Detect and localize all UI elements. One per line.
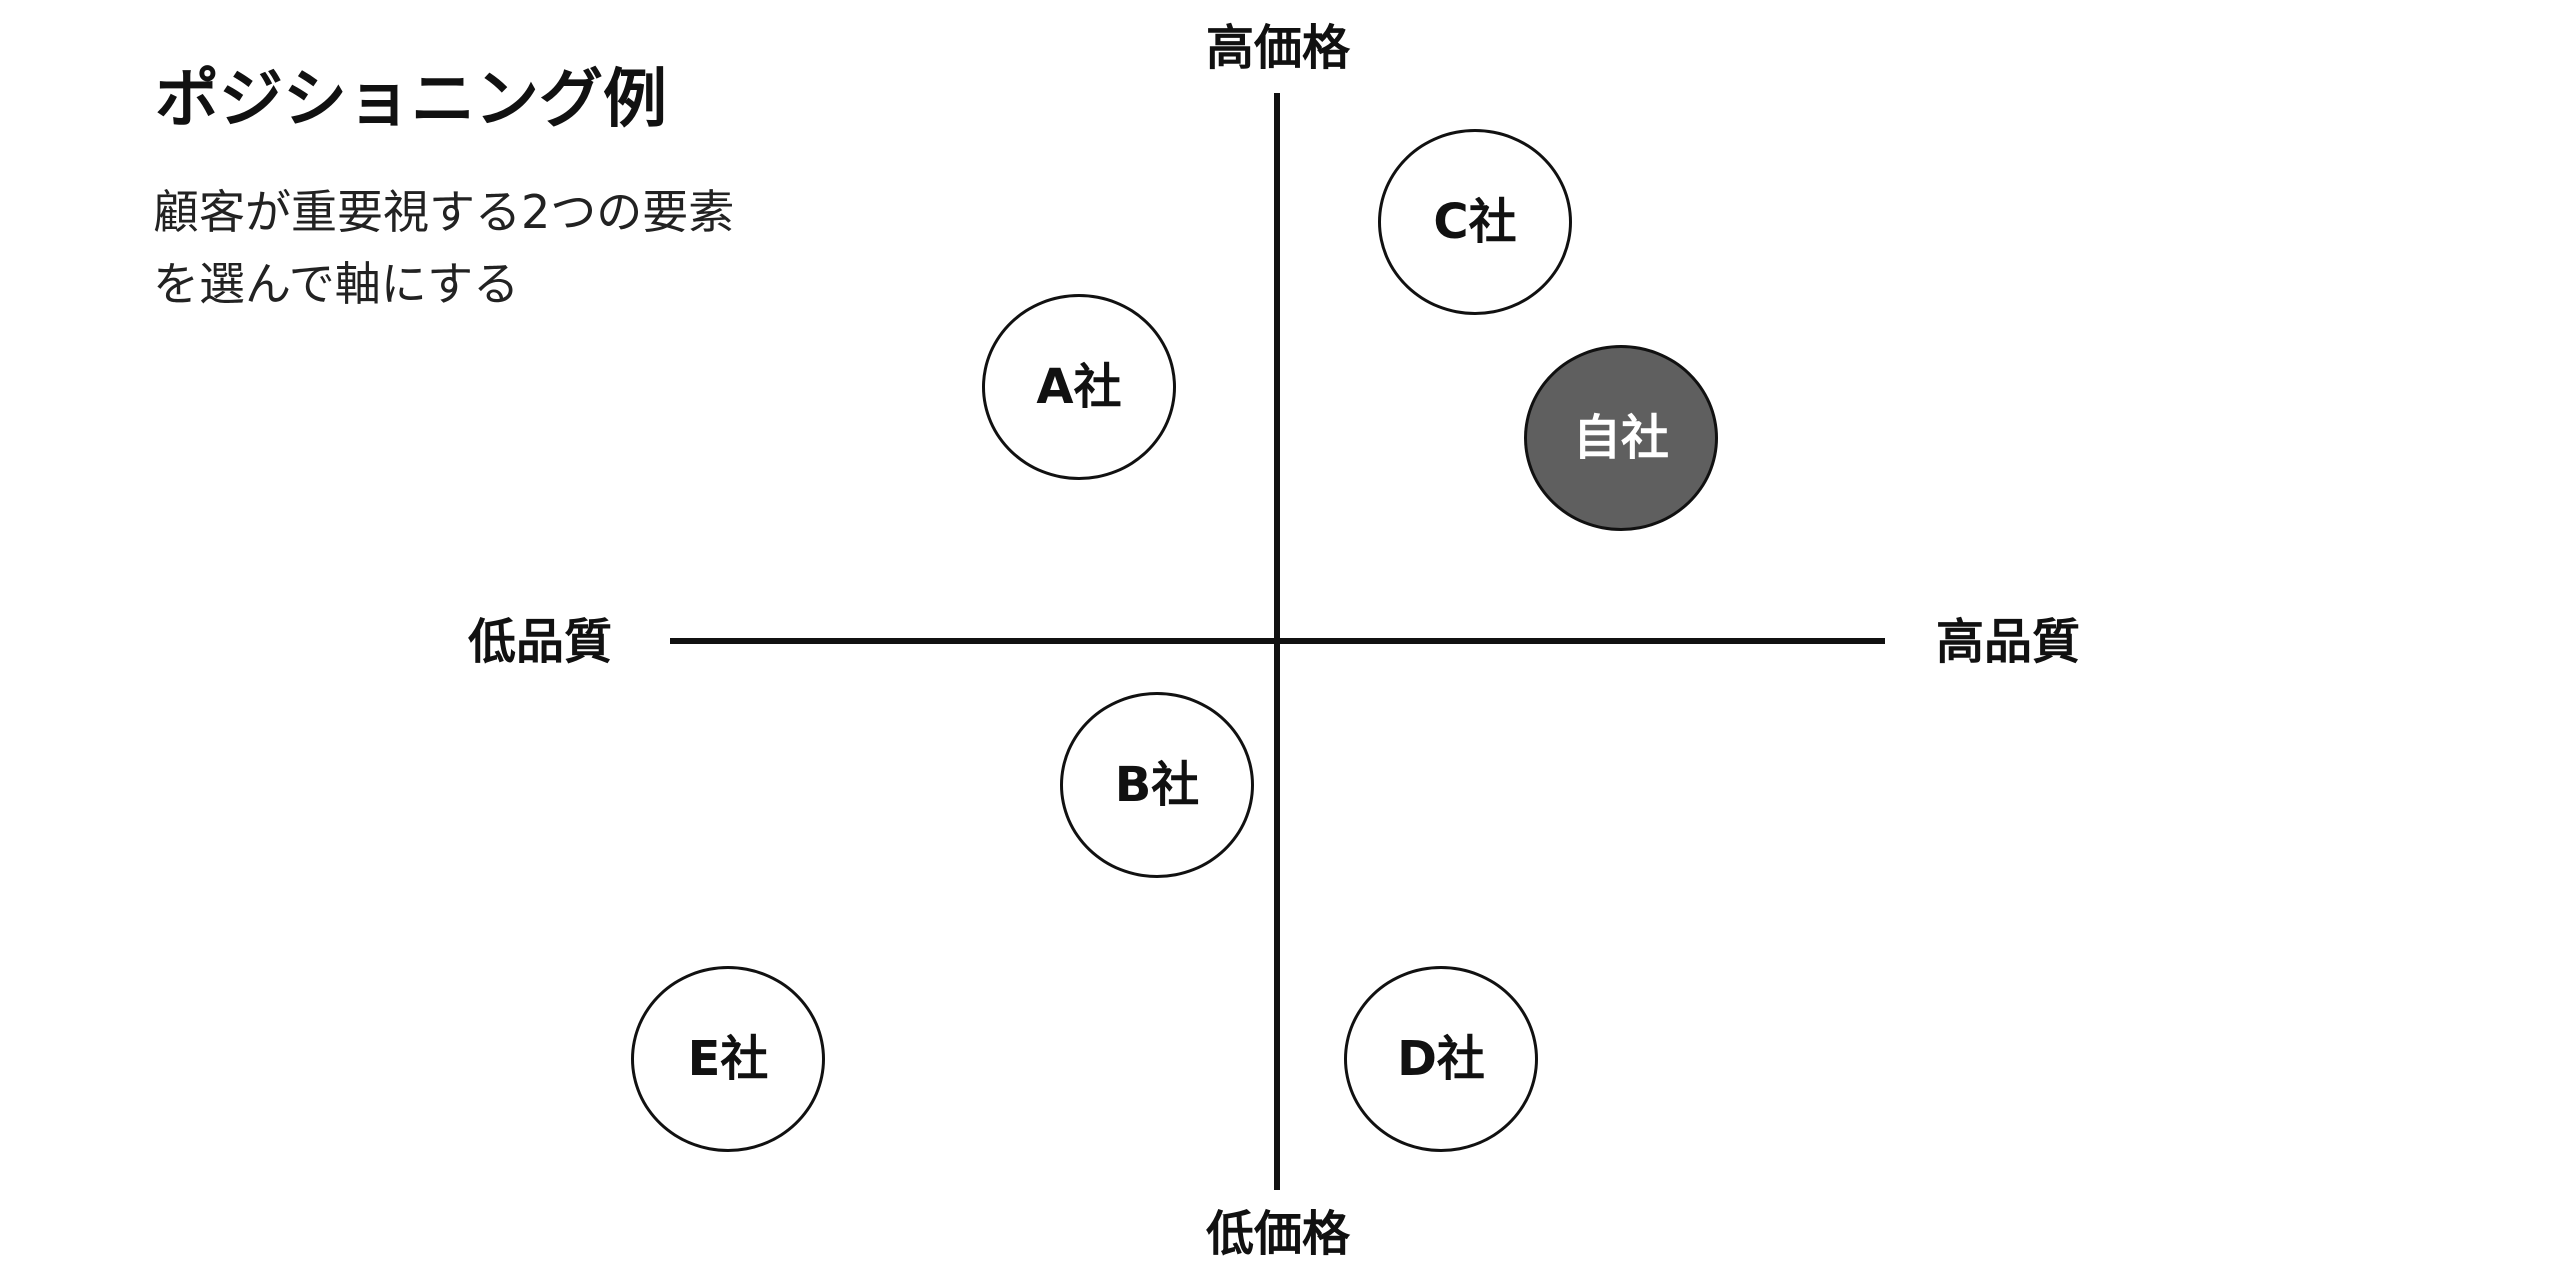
company-b-label: B社 bbox=[1114, 757, 1200, 813]
company-c-bubble: C社 bbox=[1378, 129, 1572, 315]
horizontal-axis-line bbox=[670, 638, 1885, 644]
company-e-label: E社 bbox=[687, 1031, 769, 1087]
company-c-label: C社 bbox=[1433, 194, 1517, 250]
description-line-2: を選んで軸にする bbox=[153, 257, 520, 311]
company-e-bubble: E社 bbox=[631, 966, 825, 1152]
company-b-bubble: B社 bbox=[1060, 692, 1254, 878]
own-company-bubble: 自社 bbox=[1524, 345, 1718, 531]
own-company-label: 自社 bbox=[1572, 410, 1669, 466]
company-d-bubble: D社 bbox=[1344, 966, 1538, 1152]
company-a-bubble: A社 bbox=[982, 294, 1176, 480]
axis-label-high-price: 高価格 bbox=[1205, 20, 1350, 76]
company-d-label: D社 bbox=[1397, 1031, 1485, 1087]
page-title: ポジショニング例 bbox=[155, 63, 667, 137]
axis-label-high-quality: 高品質 bbox=[1935, 614, 2080, 670]
axis-label-low-quality: 低品質 bbox=[467, 614, 612, 670]
axis-label-low-price: 低価格 bbox=[1205, 1206, 1350, 1262]
description: 顧客が重要視する2つの要素 を選んで軸にする bbox=[153, 176, 734, 320]
company-a-label: A社 bbox=[1036, 359, 1122, 415]
description-line-1: 顧客が重要視する2つの要素 bbox=[153, 185, 735, 239]
